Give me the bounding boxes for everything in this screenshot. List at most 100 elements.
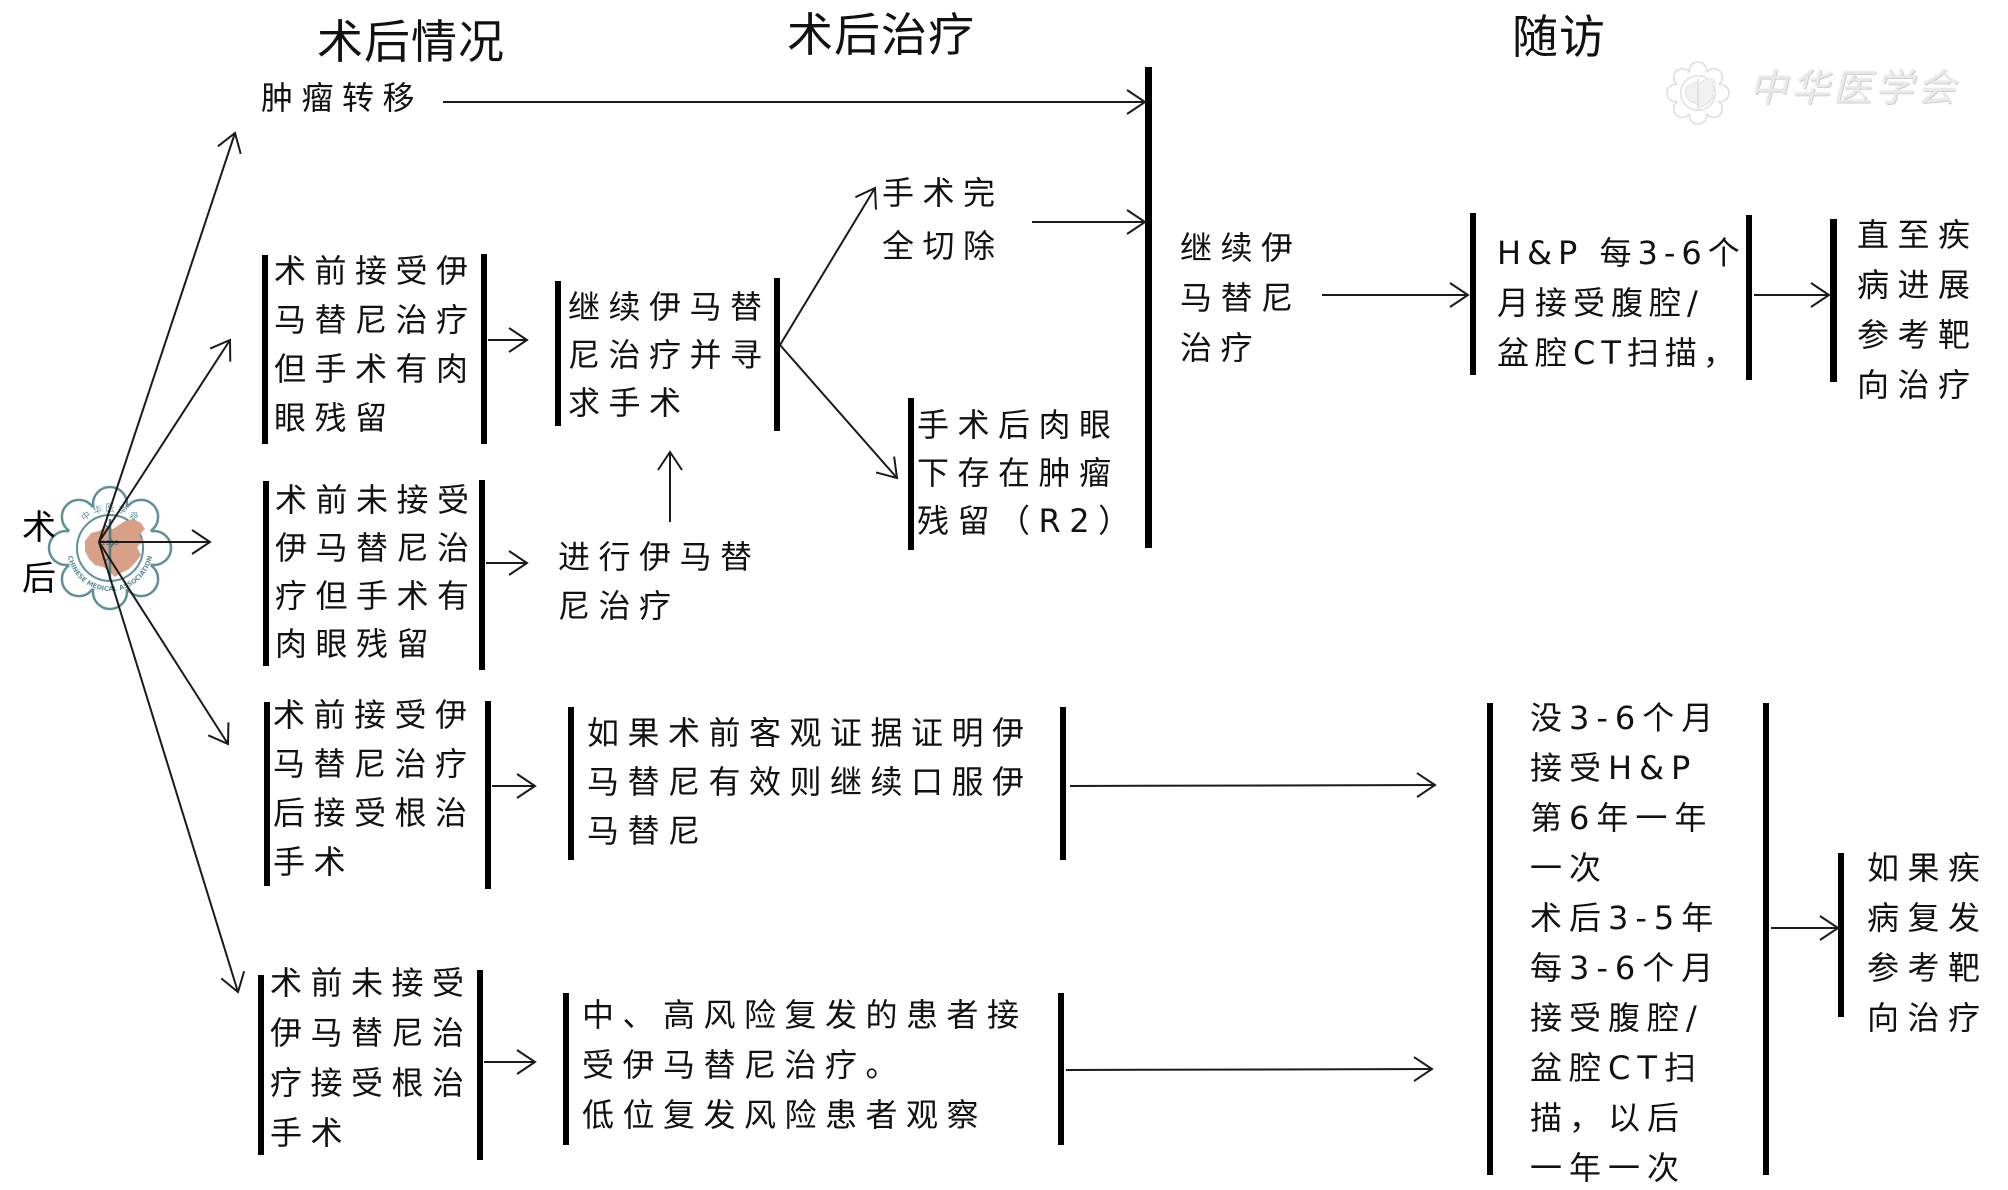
node-line: 尼治疗并寻 [568, 336, 771, 374]
arrow-oral-imatinib-to-followup [1069, 772, 1437, 798]
node-line: 受伊马替尼治疗。 [582, 1046, 907, 1084]
node-line: 继续伊马替 [568, 288, 771, 326]
node-line: 向治疗 [1857, 366, 1979, 404]
box-right-bar [481, 254, 487, 444]
node-line: 肿瘤转移 [261, 79, 424, 117]
node-line: 病复发 [1867, 899, 1989, 937]
box-right-bar [1763, 703, 1769, 1175]
box-left-bar [1838, 853, 1844, 1017]
node-line: 一次 [1530, 849, 1609, 887]
column-header-postop-status: 术后情况 [317, 15, 505, 69]
watermark-text: 中华医学会 [1749, 66, 1960, 110]
column-header-postop-treatment: 术后治疗 [787, 8, 975, 62]
box-right-bar [774, 278, 780, 431]
origin-label: 术 后 [22, 503, 56, 605]
node-line: 一年一次 [1530, 1149, 1687, 1187]
node-line: 接受腹腔/ [1530, 999, 1704, 1037]
cma-logo-icon: 中 华 医 学 会 CHINESE MEDICAL ASSOCIATION 19… [47, 485, 173, 611]
node-if-recurrence-targeted: 如果疾 病复发 参考靶 向治疗 [1867, 843, 1989, 1043]
node-line: 手术后肉眼 [917, 406, 1120, 444]
node-continue-imatinib-seek-surgery: 继续伊马替 尼治疗并寻 求手术 [568, 283, 771, 427]
node-no-preop-imatinib-gross-residual: 术前未接受 伊马替尼治 疗但手术有 肉眼残留 [275, 476, 478, 668]
node-line: 求手术 [568, 384, 690, 422]
node-line: 没3-6个月 [1530, 699, 1721, 737]
node-line: 后接受根治 [273, 794, 476, 832]
node-start-imatinib: 进行伊马替 尼治疗 [558, 533, 761, 631]
logo-year: 1915 [101, 539, 119, 547]
node-line: 疗但手术有 [275, 577, 478, 615]
node-preop-imatinib-radical-surgery: 术前接受伊 马替尼治疗 后接受根治 手术 [273, 691, 476, 887]
box-right-bar [479, 480, 485, 670]
node-continue-imatinib: 继续伊 马替尼 治疗 [1180, 223, 1302, 373]
node-line: 马替尼治疗 [274, 301, 477, 339]
node-preop-imatinib-gross-residual: 术前接受伊 马替尼治疗 但手术有肉 眼残留 [274, 247, 477, 443]
arrow-seek-surgery-to-r2 [779, 344, 899, 480]
column-header-followup: 随访 [1512, 10, 1606, 64]
node-no-preop-imatinib-radical-surgery: 术前未接受 伊马替尼治 疗接受根治 手术 [270, 958, 473, 1158]
box-left-bar [563, 993, 569, 1145]
node-line: 接受H&P [1530, 749, 1698, 787]
box-left-bar [1487, 703, 1493, 1175]
node-line: H&P 每3-6个 [1497, 234, 1746, 272]
node-line: 下存在肿瘤 [917, 454, 1120, 492]
node-line: 眼残留 [274, 399, 396, 437]
node-line: 术前接受伊 [274, 252, 477, 290]
box-left-bar [568, 707, 574, 860]
box-left-bar [908, 398, 914, 550]
node-line: 向治疗 [1867, 999, 1989, 1037]
node-line: 但手术有肉 [274, 350, 477, 388]
node-line: 全切除 [882, 227, 1004, 265]
node-line: 每3-6个月 [1530, 949, 1721, 987]
box-right-bar [1060, 707, 1066, 860]
node-line: 盆腔CT扫 [1530, 1049, 1703, 1087]
box-right-bar [477, 970, 483, 1160]
node-line: 低位复发风险患者观察 [582, 1096, 988, 1134]
node-line: 马替尼 [1180, 279, 1302, 317]
node-line: 术后3-5年 [1530, 899, 1721, 937]
node-gross-residual-r2: 手术后肉眼 下存在肿瘤 残留（R2） [917, 401, 1139, 545]
node-line: 术前未接受 [270, 964, 473, 1002]
node-line: 伊马替尼治 [275, 529, 478, 567]
arrow-origin-to-metastasis [98, 131, 242, 543]
node-risk-based-imatinib: 中、高风险复发的患者接 受伊马替尼治疗。 低位复发风险患者观察 [582, 990, 1028, 1140]
box-right-bar [1746, 215, 1752, 380]
node-complete-resection: 手术完 全切除 [882, 167, 1004, 273]
node-line: 肉眼残留 [275, 625, 438, 663]
box-right-bar [1058, 993, 1064, 1145]
node-line: 手术 [273, 843, 355, 881]
node-line: 进行伊马替 [558, 538, 761, 576]
node-line: 手术完 [882, 174, 1004, 212]
box-left-bar [1830, 219, 1837, 382]
node-line: 参考靶 [1867, 949, 1989, 987]
node-line: 手术 [270, 1114, 352, 1152]
node-line: 伊马替尼治 [270, 1014, 473, 1052]
box-left-bar [1470, 213, 1476, 375]
node-line: 马替尼 [587, 812, 709, 850]
box-left-bar [555, 281, 561, 426]
node-line: 治疗 [1180, 329, 1262, 367]
node-line: 月接受腹腔/ [1497, 284, 1704, 322]
node-line: 盆腔CT扫描， [1497, 334, 1741, 372]
node-line: 残留（R2） [917, 502, 1139, 540]
box-left-bar [263, 481, 269, 666]
node-continue-oral-imatinib: 如果术前客观证据证明伊 马替尼有效则继续口服伊 马替尼 [587, 709, 1033, 856]
node-line: 马替尼有效则继续口服伊 [587, 763, 1033, 801]
node-line: 中、高风险复发的患者接 [582, 996, 1028, 1034]
merge-bar [1145, 67, 1152, 548]
node-hp-ct-every-3-6-months: H&P 每3-6个 月接受腹腔/ 盆腔CT扫描， [1497, 228, 1746, 378]
origin-label-line: 后 [22, 559, 56, 599]
arrow-seek-surgery-to-complete-resection [779, 186, 877, 346]
box-right-bar [485, 701, 491, 889]
box-left-bar [262, 255, 268, 444]
node-postop-followup-schedule: 没3-6个月 接受H&P 第6年一年 一次 术后3-5年 每3-6个月 接受腹腔… [1530, 693, 1720, 1190]
node-metastasis: 肿瘤转移 [261, 74, 423, 123]
node-line: 如果术前客观证据证明伊 [587, 714, 1033, 752]
node-line: 直至疾 [1857, 216, 1979, 254]
box-left-bar [258, 975, 264, 1155]
node-line: 疗接受根治 [270, 1064, 473, 1102]
node-until-progression-targeted: 直至疾 病进展 参考靶 向治疗 [1857, 210, 1979, 410]
node-line: 参考靶 [1857, 316, 1979, 354]
node-line: 尼治疗 [558, 587, 680, 625]
node-line: 第6年一年 [1530, 799, 1714, 837]
